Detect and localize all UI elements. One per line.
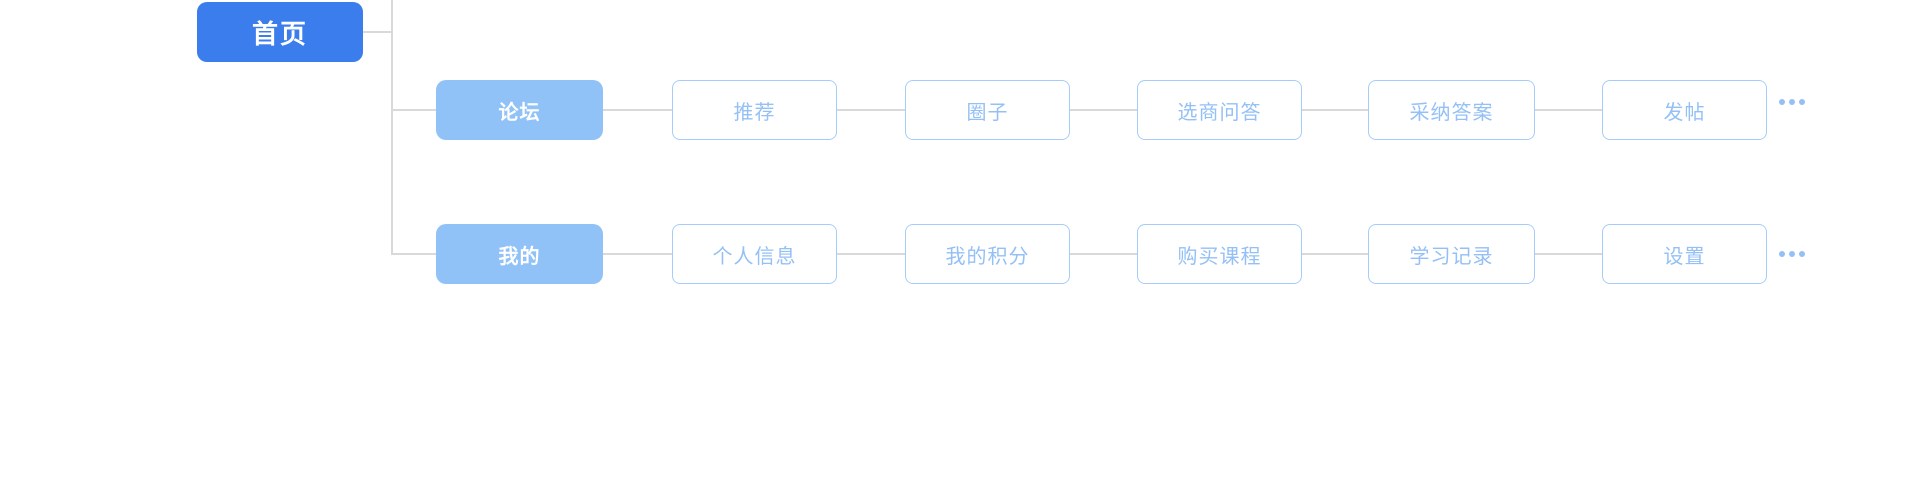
more-icon[interactable] bbox=[1779, 99, 1805, 105]
connector-line bbox=[1070, 253, 1137, 255]
node-settings[interactable]: 设置 bbox=[1602, 224, 1767, 284]
node-post-label: 发帖 bbox=[1663, 101, 1706, 124]
connector-line bbox=[1535, 109, 1602, 111]
node-merchant-qa-label: 选商问答 bbox=[1177, 101, 1262, 124]
node-profile[interactable]: 个人信息 bbox=[672, 224, 837, 284]
node-home[interactable]: 首页 bbox=[197, 2, 363, 62]
more-dot bbox=[1799, 99, 1805, 105]
connector-line bbox=[603, 253, 672, 255]
connector-line bbox=[1535, 253, 1602, 255]
node-mine-label: 我的 bbox=[498, 245, 541, 268]
node-mine[interactable]: 我的 bbox=[436, 224, 603, 284]
connector-root-stub bbox=[363, 31, 392, 33]
node-study-records[interactable]: 学习记录 bbox=[1368, 224, 1535, 284]
node-circle[interactable]: 圈子 bbox=[905, 80, 1070, 140]
node-accepted-answer[interactable]: 采纳答案 bbox=[1368, 80, 1535, 140]
node-post[interactable]: 发帖 bbox=[1602, 80, 1767, 140]
more-dot bbox=[1789, 99, 1795, 105]
connector-line bbox=[392, 109, 436, 111]
node-home-label: 首页 bbox=[251, 18, 308, 49]
more-dot bbox=[1799, 251, 1805, 257]
more-dot bbox=[1779, 251, 1785, 257]
connector-line bbox=[392, 253, 436, 255]
connector-trunk bbox=[391, 0, 393, 255]
connector-line bbox=[837, 253, 905, 255]
node-forum-label: 论坛 bbox=[498, 101, 541, 124]
connector-line bbox=[837, 109, 905, 111]
node-accepted-answer-label: 采纳答案 bbox=[1409, 101, 1494, 124]
connector-line bbox=[603, 109, 672, 111]
node-recommend-label: 推荐 bbox=[733, 101, 776, 124]
node-circle-label: 圈子 bbox=[966, 101, 1009, 124]
connector-line bbox=[1302, 253, 1368, 255]
more-dot bbox=[1789, 251, 1795, 257]
node-forum[interactable]: 论坛 bbox=[436, 80, 603, 140]
node-study-records-label: 学习记录 bbox=[1409, 245, 1494, 268]
connector-line bbox=[1070, 109, 1137, 111]
node-purchased-courses-label: 购买课程 bbox=[1177, 245, 1262, 268]
connector-line bbox=[1302, 109, 1368, 111]
node-settings-label: 设置 bbox=[1663, 245, 1706, 268]
node-merchant-qa[interactable]: 选商问答 bbox=[1137, 80, 1302, 140]
node-purchased-courses[interactable]: 购买课程 bbox=[1137, 224, 1302, 284]
node-points-label: 我的积分 bbox=[945, 245, 1030, 268]
node-recommend[interactable]: 推荐 bbox=[672, 80, 837, 140]
node-profile-label: 个人信息 bbox=[712, 245, 797, 268]
more-dot bbox=[1779, 99, 1785, 105]
more-icon[interactable] bbox=[1779, 251, 1805, 257]
node-points[interactable]: 我的积分 bbox=[905, 224, 1070, 284]
